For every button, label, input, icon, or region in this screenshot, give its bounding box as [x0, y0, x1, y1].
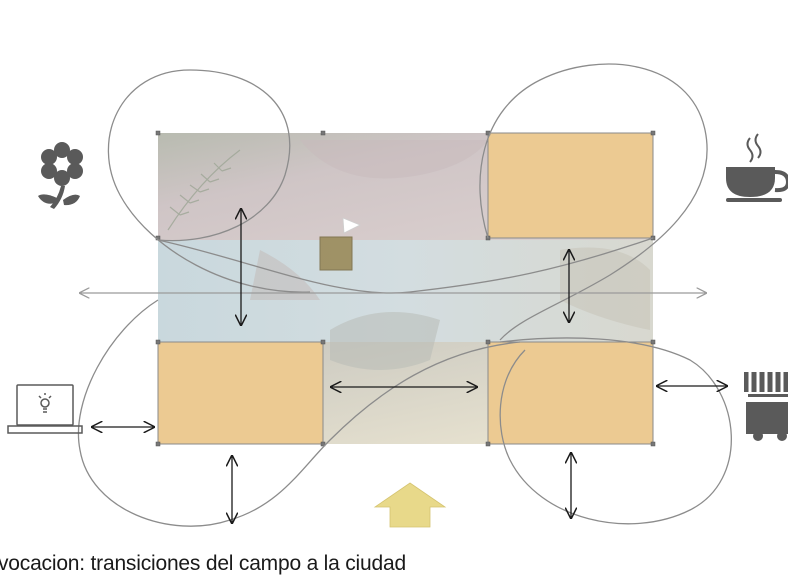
flag-icon [342, 217, 361, 234]
up-arrow-icon [373, 482, 447, 528]
block-top-right [487, 132, 654, 239]
block-bottom-left [157, 341, 324, 445]
block-bottom-right [487, 341, 654, 445]
coffee-cup-icon [726, 133, 788, 202]
laptop-lightbulb-icon [7, 384, 83, 434]
market-stall-icon [744, 372, 788, 441]
center-marker [319, 236, 353, 271]
double-arrows [92, 209, 727, 523]
diagram-caption: vocacion: transiciones del campo a la ci… [0, 552, 406, 575]
loop-top-left [107, 69, 311, 293]
loop-bottom-right [499, 337, 732, 525]
orange-blocks [157, 132, 654, 445]
fern-texture [167, 149, 241, 231]
flower-icon [38, 142, 83, 209]
